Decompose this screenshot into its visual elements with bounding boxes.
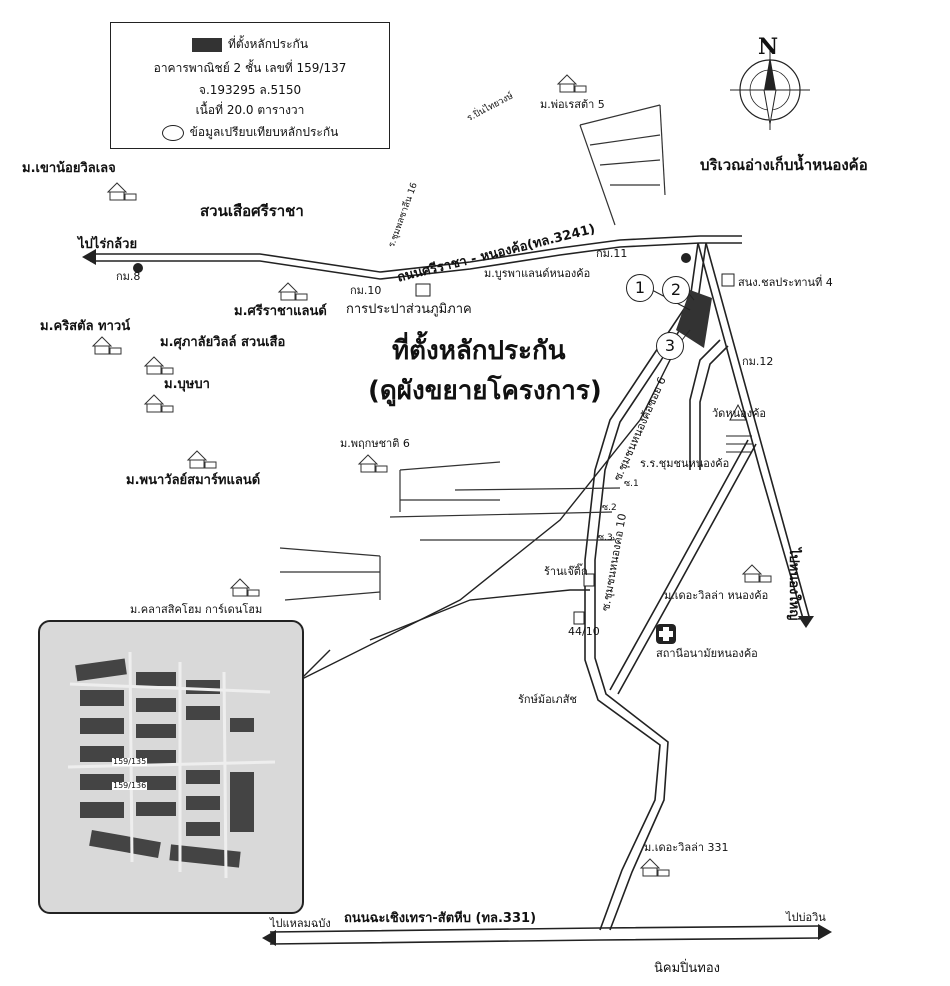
label-supalai: ม.ศุภาลัยวิลล์ สวนเสือ	[160, 335, 286, 350]
label-de-villa331: ม.เดอะวิลล่า 331	[644, 841, 729, 854]
legend-compare-row: ข้อมูลเปรียบเทียบหลักประกัน	[111, 123, 389, 142]
label-pruksa: ม.พฤกษชาติ 6	[340, 437, 410, 450]
house-icon	[639, 858, 670, 877]
marker-3: 3	[656, 332, 684, 360]
label-km10: กม.10	[350, 284, 382, 297]
compass-north-label: N	[758, 34, 779, 60]
label-pai-bo-win: ไปบ่อวิน	[786, 911, 826, 924]
house-icon	[186, 450, 217, 469]
health-cross-icon	[656, 624, 676, 644]
house-icon	[143, 356, 174, 375]
label-pai-rai-kluai: ไปไร่กล้วย	[78, 237, 138, 252]
legend-line2: จ.193295 ล.5150	[198, 83, 302, 97]
temple-icon	[726, 403, 752, 453]
label-khao-noi: ม.เขาน้อยวิลเลจ	[22, 161, 116, 176]
house-icon	[741, 564, 772, 583]
label-burapha: ม.บูรพาแลนด์หนองค้อ	[484, 267, 591, 280]
house-icon	[91, 336, 122, 355]
house-icon	[556, 74, 587, 93]
project-plan-inset: 159/135 159/136	[38, 620, 304, 914]
poi-box-icons	[415, 273, 735, 625]
inset-plan-drawing	[67, 651, 276, 879]
label-waterworks: การประปาส่วนภูมิภาค	[346, 302, 472, 317]
main-title-line1: ที่ตั้งหลักประกัน	[392, 336, 566, 366]
property-lot	[676, 290, 712, 348]
house-icon	[357, 454, 388, 473]
label-por-resort: ม.พ่อเรสต้า 5	[540, 98, 605, 111]
inset-lot-2: 159/136	[112, 781, 148, 790]
label-road-331: ถนนฉะเชิงเทรา-สัตหีบ (ทล.331)	[344, 911, 537, 926]
inset-roads	[67, 651, 276, 879]
label-house-no: 44/10	[568, 625, 600, 638]
label-r1: ซ.1	[624, 479, 639, 489]
legend-line1: อาคารพาณิชย์ 2 ชั้น เลขที่ 159/137	[153, 61, 347, 75]
inset-lot-1: 159/135	[112, 757, 148, 766]
legend-title-row: ที่ตั้งหลักประกัน	[111, 35, 389, 54]
compass-icon	[730, 50, 810, 130]
arrow-west-icon	[82, 249, 96, 265]
legend-circle-icon	[161, 124, 184, 141]
legend-box: ที่ตั้งหลักประกัน อาคารพาณิชย์ 2 ชั้น เล…	[110, 22, 390, 149]
label-school: ร.ร.ชุมชนหนองค้อ	[640, 457, 730, 470]
km-marker-icons	[133, 253, 691, 273]
arrow-west-331-icon	[262, 930, 276, 946]
house-icon	[229, 578, 260, 597]
inset-connector	[299, 649, 331, 681]
road-east	[700, 235, 742, 244]
side-streets	[279, 104, 666, 601]
road-diagonal	[299, 339, 681, 681]
label-shop: ร้านเจ๊ติ๊ก	[544, 565, 588, 578]
house-icon	[277, 282, 308, 301]
label-wat: วัดหนองค้อ	[712, 407, 767, 420]
label-r3: ซ.3	[598, 533, 613, 543]
arrow-south-icon	[798, 616, 814, 628]
house-icon	[106, 182, 137, 201]
marker-1: 1	[626, 274, 654, 302]
road-curve	[609, 339, 757, 695]
legend-lot-swatch	[191, 37, 222, 52]
label-km11: กม.11	[596, 247, 628, 260]
legend-compare: ข้อมูลเปรียบเทียบหลักประกัน	[189, 125, 339, 139]
label-r2: ซ.2	[602, 503, 617, 513]
house-icon	[143, 394, 174, 413]
label-nikhom: นิคมปิ่นทอง	[654, 961, 721, 976]
label-suan-suea: สวนเสือศรีราชา	[200, 202, 304, 220]
legend-title: ที่ตั้งหลักประกัน	[227, 37, 309, 51]
label-health: สถานีอนามัยหนองค้อ	[656, 647, 758, 660]
label-pawan: ม.พนาวัลย์สมาร์ทแลนด์	[126, 473, 261, 488]
arrow-east-331-icon	[818, 924, 832, 940]
label-de-villa: ม.เดอะวิลล่า หนองค้อ	[664, 589, 769, 602]
label-km12: กม.12	[742, 355, 774, 368]
label-km8: กม.8	[116, 270, 141, 283]
label-classic: ม.คลาสสิคโฮม การ์เดนโฮม	[130, 603, 263, 616]
label-sriracha-land: ม.ศรีราชาแลนด์	[234, 304, 327, 319]
label-pai-nong-yai: ไปหนองใหญ่	[786, 548, 801, 621]
label-pharmacy: รักษ์ม้อเภสัช	[518, 693, 577, 706]
label-bussaba: ม.บุษบา	[164, 377, 210, 392]
label-pai-laem: ไปแหลมฉบัง	[270, 917, 331, 930]
label-office: สนง.ชลประทานที่ 4	[738, 276, 833, 289]
label-reservoir: บริเวณอ่างเก็บน้ำหนองค้อ	[700, 156, 868, 174]
label-crystal: ม.คริสตัล ทาวน์	[40, 319, 131, 334]
legend-line3: เนื้อที่ 20.0 ตารางวา	[195, 103, 305, 117]
road-331	[269, 925, 821, 945]
road-sriracha-nongkho	[90, 235, 701, 280]
marker-2: 2	[662, 276, 690, 304]
main-title-line2: (ดูผังขยายโครงการ)	[368, 376, 602, 406]
road-to-nong-yai	[697, 242, 811, 623]
